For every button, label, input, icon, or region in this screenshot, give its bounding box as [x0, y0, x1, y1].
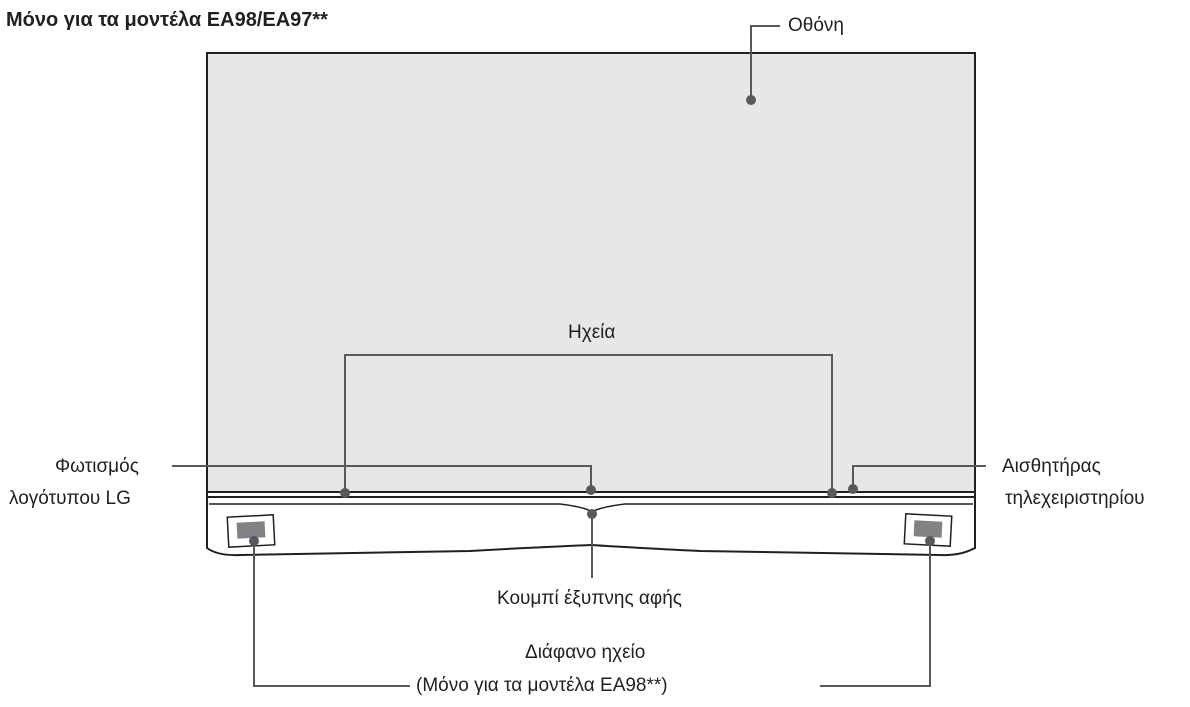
page-title: Μόνο για τα μοντέλα EA98/EA97**	[6, 9, 328, 31]
transparent-speaker-leader-line	[253, 541, 931, 687]
screen-marker	[746, 95, 756, 105]
remote-sensor-label-line2: τηλεχειριστηρίου	[1005, 488, 1145, 509]
smart-touch-marker	[587, 509, 597, 519]
logo-lighting-leader-line	[172, 465, 592, 490]
right-speaker-grille	[903, 513, 953, 547]
logo-lighting-label-line2: λογότυπου LG	[9, 488, 131, 509]
left-transparent-speaker-marker	[249, 536, 259, 546]
logo-lighting-marker	[586, 485, 596, 495]
transparent-speaker-label-line1: Διάφανο ηχείο	[525, 642, 646, 663]
logo-lighting-label-line1: Φωτισμός	[55, 456, 139, 477]
transparent-speaker-label-line2: (Μόνο για τα μοντέλα EA98**)	[416, 675, 668, 696]
right-speaker-marker	[827, 488, 837, 498]
left-speaker-marker	[340, 488, 350, 498]
left-speaker-grille	[226, 514, 276, 548]
remote-sensor-leader-line	[852, 465, 986, 490]
speakers-label: Ηχεία	[568, 322, 616, 343]
right-transparent-speaker-marker	[925, 536, 935, 546]
speakers-leader-line	[344, 354, 833, 492]
remote-sensor-marker	[848, 484, 858, 494]
tv-screen	[206, 52, 976, 493]
remote-sensor-label-line1: Αισθητήρας	[1002, 456, 1101, 477]
screen-leader-line	[750, 25, 780, 100]
screen-label: Οθόνη	[788, 15, 844, 36]
smart-touch-button-label: Κουμπί έξυπνης αφής	[497, 588, 682, 609]
